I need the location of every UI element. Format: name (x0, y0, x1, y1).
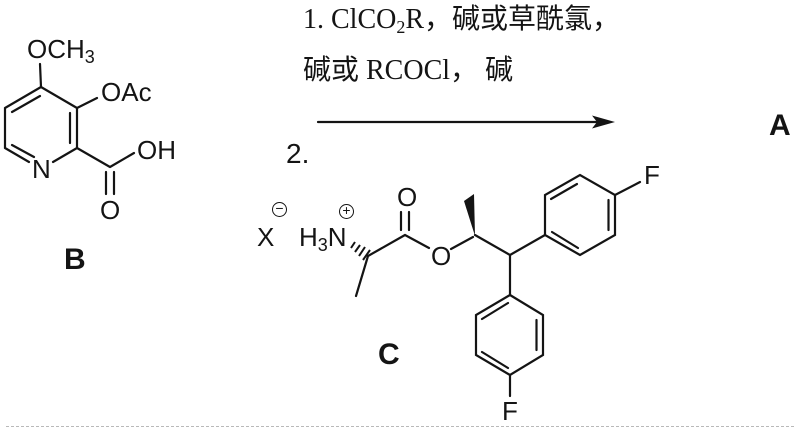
acetoxy-label: OAc (101, 77, 152, 107)
step1-conditions-line2: 碱或 RCOCl， 碱 (303, 55, 514, 86)
methoxy-label: OCH3 (27, 34, 95, 67)
ammonium-subscript: 3 (317, 235, 328, 255)
ester-carbonyl-double-bond (399, 210, 411, 232)
fluorophenyl-top-double-bonds (549, 182, 610, 250)
ester-carbonyl-oxygen-label: O (397, 182, 418, 212)
fluorophenyl-top-ring (543, 173, 617, 257)
fluorine-bottom-label: F (502, 396, 518, 426)
compound-b-substituent-bonds (38, 62, 136, 196)
fluorine-top-bond (613, 180, 642, 197)
step2-number: 2. (286, 138, 310, 169)
minus-charge-icon: − (272, 201, 287, 217)
bold-wedge-bond (464, 194, 475, 236)
pyridine-nitrogen-label: N (32, 154, 51, 184)
bottom-divider-line (6, 426, 794, 427)
methoxy-subscript: 3 (84, 47, 95, 67)
ammonium-label: H3N (299, 222, 347, 255)
hydroxyl-label: OH (137, 135, 176, 165)
compound-b-bonds (3, 62, 136, 196)
compound-b-double-bonds (10, 94, 72, 159)
plus-charge-icon: + (339, 203, 354, 219)
carboxyl-oxygen-label: O (100, 195, 121, 225)
step1-conditions: 1. ClCO2R，碱或草酰氯， (303, 4, 621, 37)
fluorophenyl-bottom-double-bonds (480, 301, 538, 370)
reaction-arrow (316, 115, 615, 129)
ester-oxygen-label: O (431, 241, 452, 271)
compound-c-bonds (350, 173, 642, 398)
hashed-wedge-bond (350, 241, 371, 261)
fluorophenyl-bottom-ring (474, 293, 545, 377)
fluorine-top-label: F (644, 160, 660, 190)
reaction-arrow-head (592, 115, 615, 129)
counterion-label: X (257, 222, 275, 252)
product-a-label: A (769, 109, 791, 142)
compound-c-label: C (378, 338, 400, 371)
compound-b-label: B (64, 243, 86, 276)
step1-subscript: 2 (396, 17, 406, 37)
